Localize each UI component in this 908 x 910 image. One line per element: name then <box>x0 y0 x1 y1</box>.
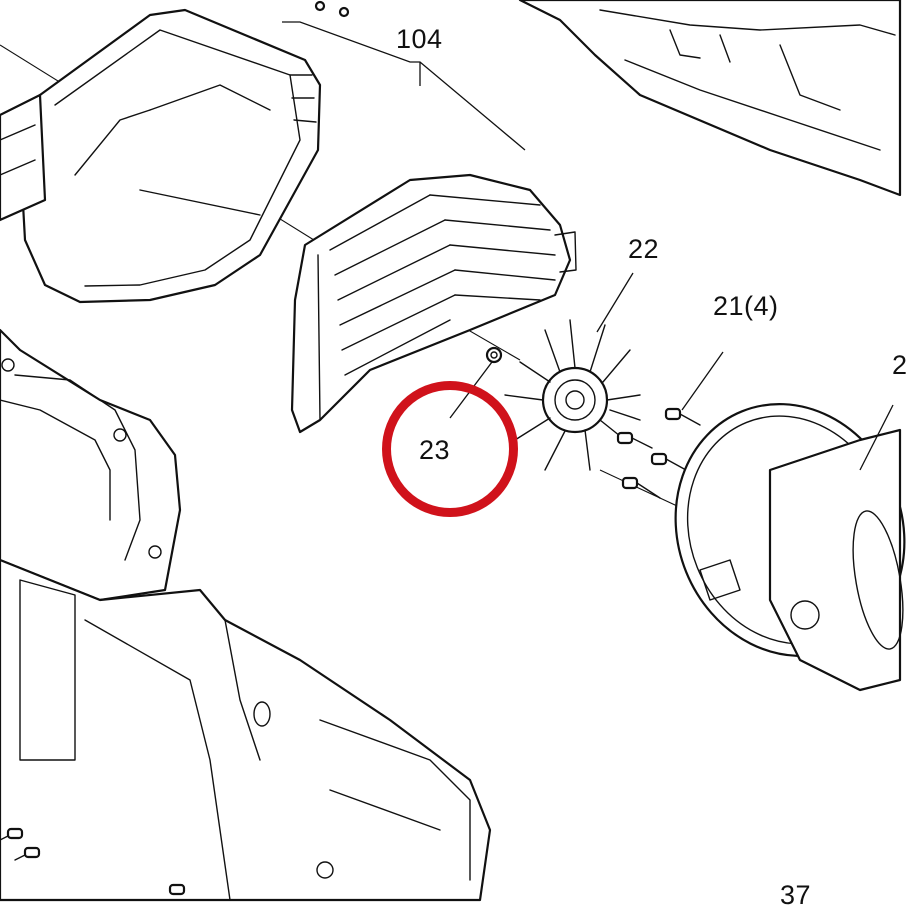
callout-22: 22 <box>628 234 660 264</box>
fan-impeller <box>504 319 641 471</box>
motor-housing <box>674 403 906 692</box>
nut-part <box>485 346 503 364</box>
screws <box>616 407 701 499</box>
top-screws <box>314 0 350 18</box>
callout-104: 104 <box>396 24 443 54</box>
callout-37-partial: 37 <box>780 880 812 910</box>
leader-lines <box>282 21 894 471</box>
handle <box>0 328 182 602</box>
callout-2-partial: 2 <box>892 350 908 380</box>
rear-housing-fragment <box>518 0 902 197</box>
upper-housing-shell <box>0 8 322 304</box>
blower-body <box>0 558 492 902</box>
callout-21-4: 21(4) <box>713 291 779 321</box>
highlight-circle <box>382 381 518 517</box>
intake-grille <box>290 173 577 434</box>
